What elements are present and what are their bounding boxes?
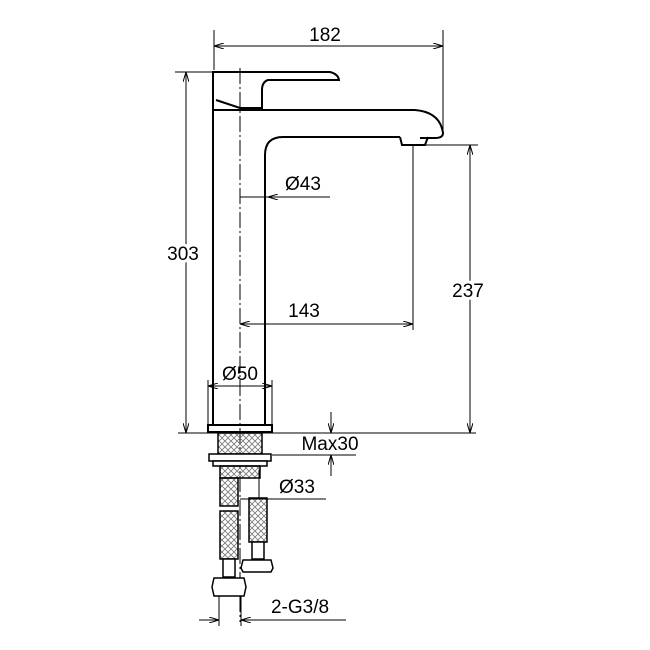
label-143: 143 — [288, 301, 320, 322]
mounting-shank — [208, 432, 272, 479]
label-o43: Ø43 — [285, 174, 321, 195]
label-303: 303 — [167, 244, 199, 265]
lever-handle — [212, 71, 341, 110]
dim-base-diameter: Ø50 — [207, 364, 273, 425]
dim-spout-reach: 143 — [240, 145, 414, 330]
label-237: 237 — [452, 281, 484, 302]
supply-hoses — [211, 477, 274, 597]
dim-connections: 2-G3/8 — [199, 596, 346, 626]
label-o33: Ø33 — [279, 477, 315, 498]
dim-spout-height: 237 — [415, 144, 487, 433]
dim-body-diameter: Ø43 — [240, 174, 330, 197]
base-ring — [207, 424, 273, 433]
label-182: 182 — [309, 25, 341, 46]
dim-hole-diameter: Ø33 — [240, 470, 326, 500]
label-max30: Max30 — [301, 434, 358, 455]
label-o50: Ø50 — [222, 364, 258, 385]
dim-overall-height: 303 — [164, 71, 213, 433]
label-2-g3-8: 2-G3/8 — [271, 597, 329, 618]
dim-max-deck: Max30 — [272, 412, 359, 476]
dim-overall-reach: 182 — [213, 25, 444, 133]
